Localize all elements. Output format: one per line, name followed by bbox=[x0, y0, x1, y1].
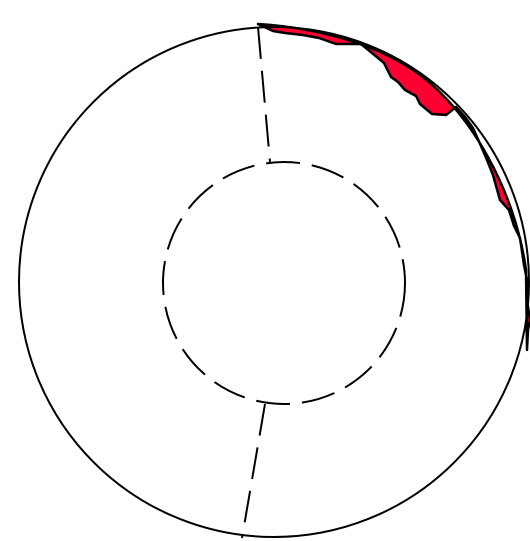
shaded-region bbox=[258, 24, 530, 350]
upper-dashed-line bbox=[258, 27, 270, 162]
lower-dashed-line bbox=[242, 404, 265, 538]
inner-circle bbox=[163, 162, 405, 404]
